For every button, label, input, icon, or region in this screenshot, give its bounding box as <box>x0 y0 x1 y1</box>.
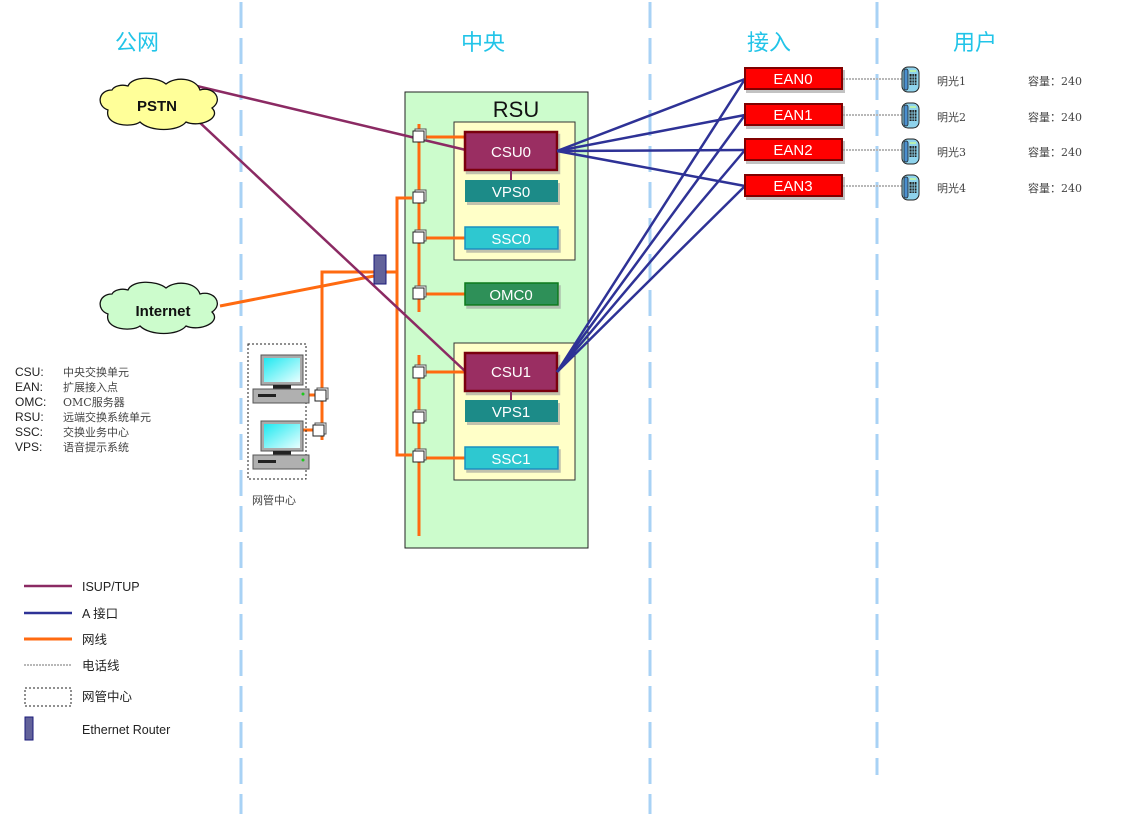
port-icon <box>412 189 427 204</box>
rsu-label: RSU <box>493 97 539 122</box>
port-icon <box>412 409 427 424</box>
user-name: 明光2 <box>937 110 966 124</box>
pstn-label: PSTN <box>137 98 177 115</box>
vps0-label: VPS0 <box>492 184 530 201</box>
abbr-key: VPS: <box>15 440 42 454</box>
network-cables <box>219 124 466 536</box>
internet-cloud[interactable]: Internet <box>99 281 218 335</box>
ean2-box[interactable] <box>744 138 843 161</box>
abbr-meaning: 交换业务中心 <box>63 425 129 439</box>
port-icon <box>412 448 427 463</box>
legend-swatch-router <box>24 716 34 741</box>
zone-title-users: 用户 <box>953 31 997 56</box>
legend-label: Ethernet Router <box>82 723 170 737</box>
vps0-box[interactable] <box>465 180 558 202</box>
phone-icon <box>901 138 920 165</box>
nms-center-label: 网管中心 <box>252 493 296 507</box>
a-link-csu1-ean3 <box>556 185 746 373</box>
cable-router-bus <box>395 196 412 457</box>
a-link-csu1-ean2 <box>556 149 746 373</box>
legend-label: 电话线 <box>82 659 120 673</box>
a-link-csu1-ean0 <box>555 78 747 373</box>
nms-center-box <box>247 343 307 480</box>
port-icon <box>412 364 427 379</box>
port-icon <box>412 229 427 244</box>
port-icon <box>314 387 329 402</box>
a-link-csu0-ean0 <box>556 77 746 153</box>
port-icon <box>412 128 427 143</box>
vps1-box[interactable] <box>465 400 558 422</box>
csu0-label: CSU0 <box>491 144 531 161</box>
cable-internet-router <box>219 274 375 308</box>
isup-pstn-csu1 <box>196 119 467 373</box>
a-interface-lines <box>555 77 747 373</box>
a-link-csu0-ean3 <box>556 149 746 188</box>
abbr-meaning: 扩展接入点 <box>63 380 118 394</box>
phone-lines <box>843 78 902 187</box>
zone-title-central: 中央 <box>461 31 505 56</box>
abbr-key: EAN: <box>15 380 43 394</box>
user-capacity: 容量：240 <box>1028 181 1082 195</box>
abbr-meaning: 中央交换单元 <box>63 365 129 379</box>
abbr-key: RSU: <box>15 410 44 424</box>
ethernet-router <box>373 254 387 285</box>
legend-label: 网管中心 <box>82 689 133 704</box>
ssc1-label: SSC1 <box>491 451 530 468</box>
port-icon <box>312 422 327 437</box>
abbreviation-list: CSU: 中央交换单元 EAN: 扩展接入点 OMC: OMC服务器 RSU: … <box>15 365 151 454</box>
user-name: 明光1 <box>937 74 966 88</box>
cloud-shape <box>99 281 218 335</box>
ssc0-label: SSC0 <box>491 231 530 248</box>
user-name: 明光4 <box>937 181 966 195</box>
computer-icon[interactable] <box>252 420 310 470</box>
omc0-label: OMC0 <box>489 287 532 304</box>
ean1-box[interactable] <box>744 103 843 126</box>
abbr-meaning: 语音提示系统 <box>63 440 129 454</box>
phone-icon <box>901 66 920 93</box>
ean0-box[interactable] <box>744 67 843 90</box>
computer-icon[interactable] <box>252 354 310 404</box>
vps1-label: VPS1 <box>492 404 530 421</box>
a-link-csu0-ean2 <box>556 148 746 153</box>
legend-swatch-nms-box <box>24 687 72 707</box>
port-icon <box>412 285 427 300</box>
abbr-meaning: OMC服务器 <box>63 396 125 409</box>
zone-dividers <box>239 2 879 814</box>
cloud-shape <box>99 77 218 131</box>
zone-title-public-network: 公网 <box>115 31 159 56</box>
ean0-label: EAN0 <box>773 71 812 88</box>
ean3-box[interactable] <box>744 174 843 197</box>
user-capacity: 容量：240 <box>1028 110 1082 124</box>
omc0-box[interactable] <box>464 282 559 306</box>
phone-icon <box>901 102 920 129</box>
abbr-key: SSC: <box>15 425 43 439</box>
legend-label: ISUP/TUP <box>82 580 140 594</box>
ean1-label: EAN1 <box>773 107 812 124</box>
legend-label: 网线 <box>82 633 108 647</box>
ssc1-box[interactable] <box>464 446 559 470</box>
legend-label: A 接口 <box>82 606 118 621</box>
ssc0-box[interactable] <box>464 226 559 250</box>
internet-label: Internet <box>135 303 190 320</box>
cable-router-left <box>320 270 374 440</box>
abbr-key: CSU: <box>15 365 44 379</box>
ean2-label: EAN2 <box>773 142 812 159</box>
legend: ISUP/TUP A 接口 网线 电话线 网管中心 Ethernet Route… <box>24 580 170 741</box>
abbr-key: OMC: <box>15 395 46 409</box>
phone-icon <box>901 174 920 201</box>
abbr-meaning: 远端交换系统单元 <box>63 410 151 424</box>
user-capacity: 容量：240 <box>1028 74 1082 88</box>
ean3-label: EAN3 <box>773 178 812 195</box>
user-name: 明光3 <box>937 145 966 159</box>
a-link-csu1-ean1 <box>555 114 747 373</box>
pstn-cloud[interactable]: PSTN <box>99 77 218 131</box>
zone-title-access: 接入 <box>747 31 791 56</box>
user-capacity: 容量：240 <box>1028 145 1082 159</box>
csu1-label: CSU1 <box>491 364 531 381</box>
a-link-csu0-ean1 <box>556 113 746 153</box>
